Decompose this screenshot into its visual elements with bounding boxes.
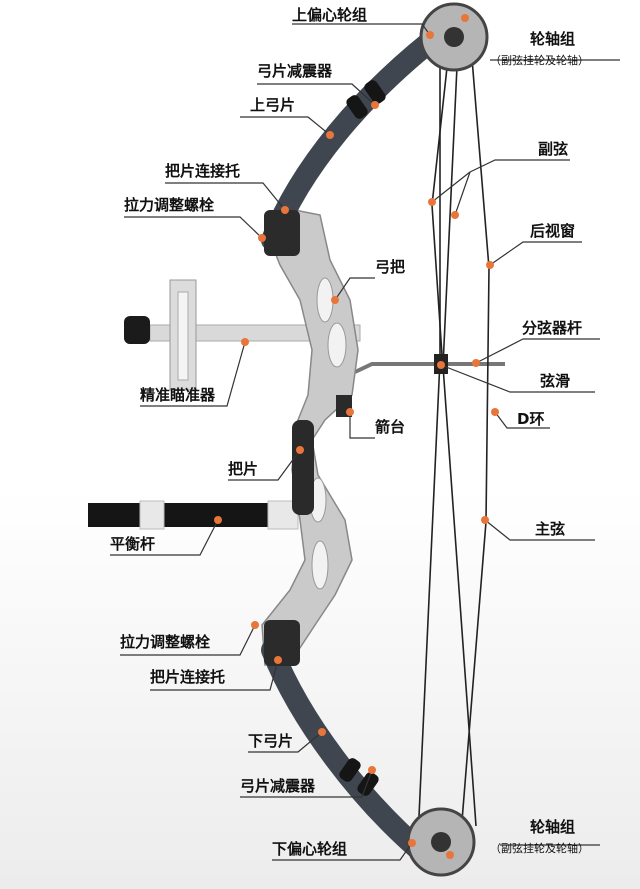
stabilizer-bar	[88, 500, 299, 530]
upper-cam-wheel	[419, 2, 489, 72]
label-rest: 箭台	[375, 418, 406, 436]
label-slide: 弦滑	[540, 372, 571, 390]
label-d-loop: D环	[517, 410, 545, 428]
leader-lines	[110, 23, 620, 861]
label-lower-limb: 下弓片	[248, 732, 294, 750]
label-lower-cam: 下偏心轮组	[272, 840, 348, 858]
label-limb-damper-bottom: 弓片减震器	[240, 777, 316, 795]
label-draw-bolt-top: 拉力调整螺栓	[124, 196, 215, 214]
label-axle-top: 轮轴组	[530, 30, 576, 48]
label-upper-cam: 上偏心轮组	[292, 6, 368, 24]
label-secondary-string: 副弦	[538, 140, 569, 158]
label-limb-pocket-top: 把片连接托	[165, 162, 241, 180]
label-riser: 弓把	[375, 258, 406, 276]
label-sight: 精准瞄准器	[140, 386, 216, 404]
label-stabilizer: 平衡杆	[110, 535, 156, 553]
label-axle-top-sub: （副弦挂轮及轮轴）	[490, 54, 589, 67]
label-limb-pocket-bottom: 把片连接托	[150, 668, 226, 686]
label-rod: 分弦器杆	[522, 319, 583, 337]
riser-cutouts	[309, 277, 347, 590]
grip-panel	[292, 420, 314, 515]
cable-rod	[354, 354, 505, 374]
label-draw-bolt-bottom: 拉力调整螺栓	[120, 633, 211, 651]
strings	[417, 32, 490, 847]
label-axle-bottom: 轮轴组	[530, 818, 576, 836]
label-grip: 把片	[228, 460, 259, 478]
label-peep: 后视窗	[530, 222, 576, 240]
label-upper-limb: 上弓片	[250, 96, 296, 114]
lower-cam-wheel	[406, 807, 476, 877]
label-main-string: 主弦	[535, 520, 566, 538]
marker-dots	[214, 14, 499, 859]
label-axle-bottom-sub: （副弦挂轮及轮轴）	[490, 842, 589, 855]
label-limb-damper-top: 弓片减震器	[257, 62, 333, 80]
